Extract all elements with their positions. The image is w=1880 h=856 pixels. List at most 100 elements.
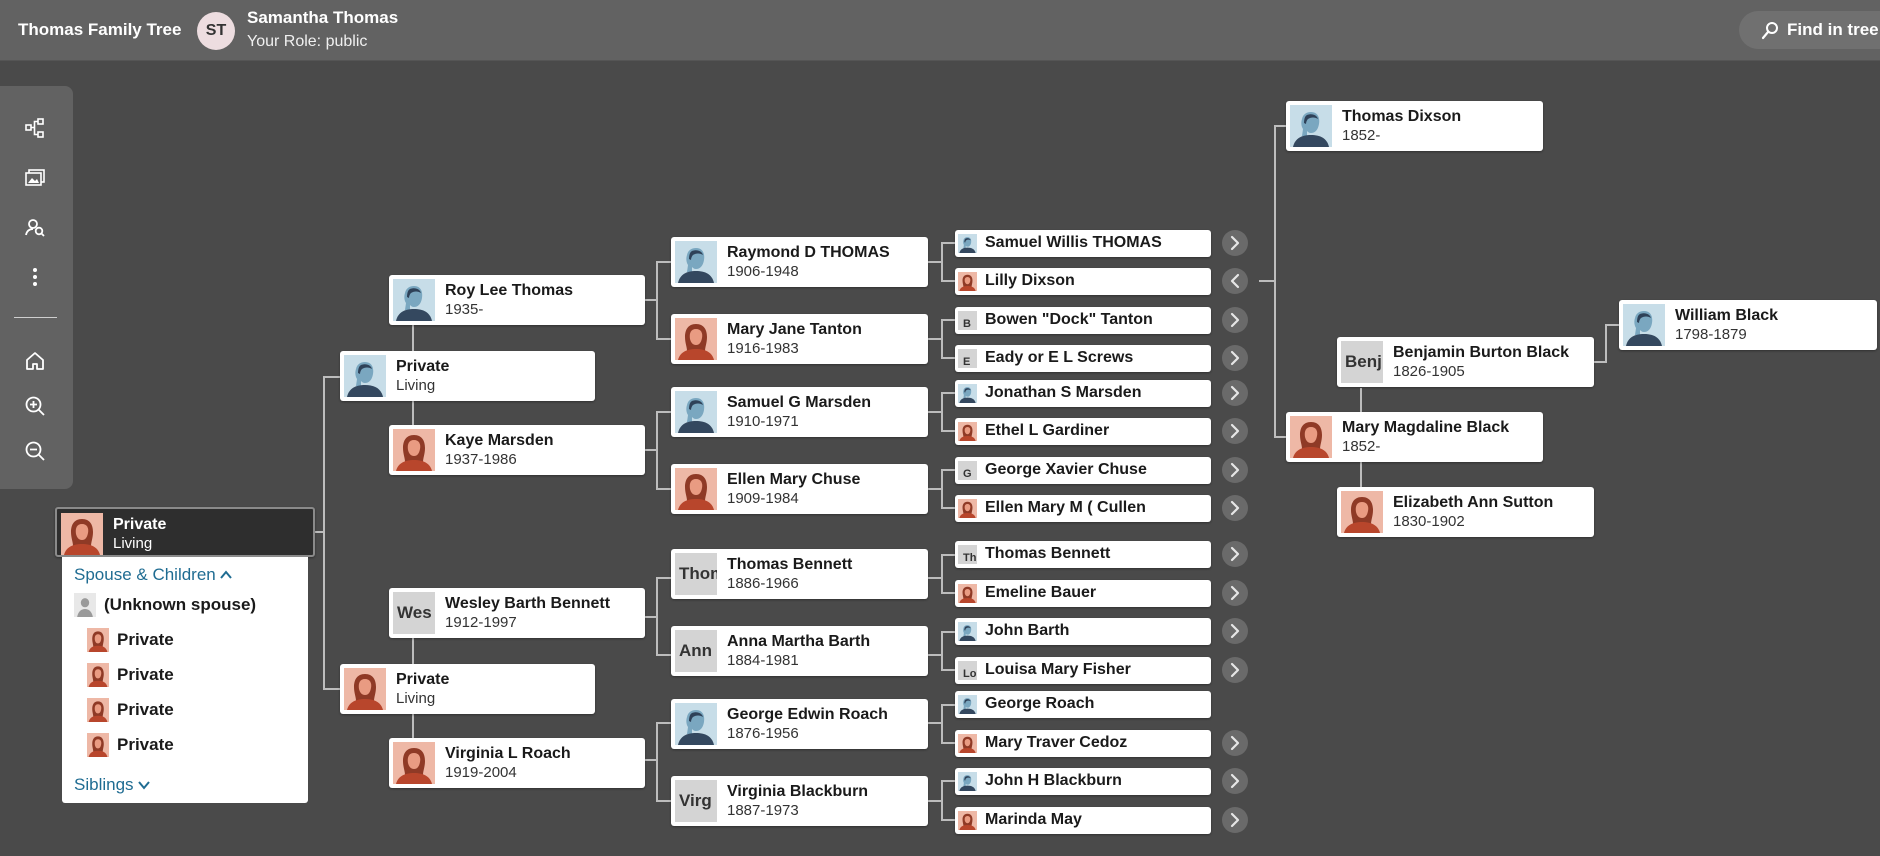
person-name: Ethel L Gardiner: [985, 422, 1110, 439]
person-name: Eady or E L Screws: [985, 349, 1134, 366]
chevron-right-icon: [1222, 657, 1248, 683]
media-icon[interactable]: [22, 165, 48, 191]
person-card-george-roach[interactable]: George Roach: [955, 691, 1211, 718]
person-card-john-h-blackburn[interactable]: John H Blackburn: [955, 768, 1211, 795]
person-card-louisa-mary-fisher[interactable]: Lo Louisa Mary Fisher: [955, 657, 1211, 684]
zoom-in-icon[interactable]: [22, 393, 48, 419]
person-years: Living: [396, 377, 436, 394]
person-card-ellen-mary-m-cullen[interactable]: Ellen Mary M ( Cullen: [955, 495, 1211, 522]
person-card-elizabeth-ann-sutton[interactable]: Elizabeth Ann Sutton 1830-1902: [1337, 487, 1594, 537]
person-name: Raymond D THOMAS: [727, 244, 890, 261]
child-row[interactable]: Private: [87, 628, 174, 652]
expand-ancestors-button[interactable]: [1222, 380, 1248, 406]
tree-title[interactable]: Thomas Family Tree: [18, 20, 182, 39]
person-card-wesley-barth-bennett[interactable]: Wes Wesley Barth Bennett 1912-1997: [389, 588, 645, 638]
child-row[interactable]: Private: [87, 733, 174, 757]
person-card-samuel-willis-thomas[interactable]: Samuel Willis THOMAS: [955, 230, 1211, 257]
person-card-father[interactable]: Private Living: [340, 351, 595, 401]
male-avatar-icon: [958, 772, 977, 791]
person-card-virginia-blackburn[interactable]: Virg Virginia Blackburn 1887-1973: [671, 776, 928, 826]
find-in-tree-label: Find in tree: [1787, 20, 1879, 39]
person-card-ellen-mary-chuse[interactable]: Ellen Mary Chuse 1909-1984: [671, 464, 928, 514]
search-person-icon[interactable]: [22, 214, 48, 240]
person-card-emeline-bauer[interactable]: Emeline Bauer: [955, 580, 1211, 607]
expand-ancestors-button[interactable]: [1222, 345, 1248, 371]
person-card-john-barth[interactable]: John Barth: [955, 618, 1211, 645]
unknown-spouse-row[interactable]: (Unknown spouse): [74, 593, 256, 617]
person-card-jonathan-s-marsden[interactable]: Jonathan S Marsden: [955, 380, 1211, 407]
person-years: 1886-1966: [727, 575, 799, 592]
person-card-benjamin-burton-black[interactable]: Benj Benjamin Burton Black 1826-1905: [1337, 337, 1594, 387]
person-years: 1852-: [1342, 127, 1381, 144]
focus-person-card[interactable]: Private Living: [55, 507, 315, 557]
home-icon[interactable]: [22, 348, 48, 374]
expand-ancestors-button[interactable]: [1222, 618, 1248, 644]
spouse-children-toggle[interactable]: Spouse & Children: [74, 565, 233, 585]
person-card-george-edwin-roach[interactable]: George Edwin Roach 1876-1956: [671, 699, 928, 749]
person-card-eady-screws[interactable]: E Eady or E L Screws: [955, 345, 1211, 372]
person-card-thomas-dixson[interactable]: Thomas Dixson 1852-: [1286, 101, 1543, 151]
person-card-lilly-dixson[interactable]: Lilly Dixson: [955, 268, 1211, 295]
person-card-william-black[interactable]: William Black 1798-1879: [1619, 300, 1877, 350]
person-card-mother[interactable]: Private Living: [340, 664, 595, 714]
person-name: Anna Martha Barth: [727, 633, 871, 650]
male-avatar-icon: [958, 384, 977, 403]
person-name: Bowen "Dock" Tanton: [985, 311, 1153, 328]
person-card-samuel-g-marsden[interactable]: Samuel G Marsden 1910-1971: [671, 387, 928, 437]
female-avatar-icon: [958, 499, 977, 518]
person-card-roy-lee-thomas[interactable]: Roy Lee Thomas 1935-: [389, 275, 645, 325]
female-avatar-icon: [61, 513, 103, 555]
female-avatar-icon: [958, 422, 977, 441]
find-in-tree-button[interactable]: Find in tree: [1739, 11, 1880, 49]
find-person-icon: [1761, 22, 1778, 40]
person-years: 1937-1986: [445, 451, 517, 468]
person-years: 1876-1956: [727, 725, 799, 742]
person-card-george-xavier-chuse[interactable]: G George Xavier Chuse: [955, 457, 1211, 484]
expand-ancestors-button[interactable]: [1222, 307, 1248, 333]
person-name: Elizabeth Ann Sutton: [1393, 494, 1554, 511]
person-card-mary-jane-tanton[interactable]: Mary Jane Tanton 1916-1983: [671, 314, 928, 364]
person-card-raymond-d-thomas[interactable]: Raymond D THOMAS 1906-1948: [671, 237, 928, 287]
expand-ancestors-button[interactable]: [1222, 495, 1248, 521]
person-name: Benjamin Burton Black: [1393, 344, 1570, 361]
female-avatar-icon: [87, 628, 109, 652]
expand-ancestors-button[interactable]: [1222, 418, 1248, 444]
person-name: George Xavier Chuse: [985, 461, 1147, 478]
person-name: John Barth: [985, 622, 1070, 639]
expand-ancestors-button[interactable]: [1222, 580, 1248, 606]
spouse-children-label: Spouse & Children: [74, 565, 216, 584]
person-card-virginia-l-roach[interactable]: Virginia L Roach 1919-2004: [389, 738, 645, 788]
person-card-thomas-bennett[interactable]: Thom Thomas Bennett 1886-1966: [671, 549, 928, 599]
female-avatar-icon: [958, 734, 977, 753]
female-avatar-icon: [393, 742, 435, 784]
male-avatar-icon: [393, 279, 435, 321]
person-card-ethel-l-gardiner[interactable]: Ethel L Gardiner: [955, 418, 1211, 445]
expand-ancestors-button[interactable]: [1222, 730, 1248, 756]
person-card-mary-traver-cedoz[interactable]: Mary Traver Cedoz: [955, 730, 1211, 757]
more-icon[interactable]: [22, 264, 48, 290]
expand-ancestors-button[interactable]: [1222, 541, 1248, 567]
user-avatar[interactable]: ST: [197, 12, 235, 50]
tree-view-icon[interactable]: [22, 115, 48, 141]
person-card-kaye-marsden[interactable]: Kaye Marsden 1937-1986: [389, 425, 645, 475]
person-card-bowen-tanton[interactable]: B Bowen "Dock" Tanton: [955, 307, 1211, 334]
person-card-mary-magdaline-black[interactable]: Mary Magdaline Black 1852-: [1286, 412, 1543, 462]
expand-ancestors-button[interactable]: [1222, 457, 1248, 483]
person-name: William Black: [1675, 307, 1779, 324]
person-card-thomas-bennett-sr[interactable]: Th Thomas Bennett: [955, 541, 1211, 568]
person-name: Private: [113, 516, 167, 533]
zoom-out-icon[interactable]: [22, 438, 48, 464]
expand-ancestors-button[interactable]: [1222, 768, 1248, 794]
person-card-anna-martha-barth[interactable]: Ann Anna Martha Barth 1884-1981: [671, 626, 928, 676]
expand-ancestors-button[interactable]: [1222, 807, 1248, 833]
collapse-ancestors-button[interactable]: [1222, 268, 1248, 294]
expand-ancestors-button[interactable]: [1222, 657, 1248, 683]
female-avatar-icon: [675, 468, 717, 510]
siblings-toggle[interactable]: Siblings: [74, 775, 151, 795]
child-row[interactable]: Private: [87, 698, 174, 722]
person-years: 1887-1973: [727, 802, 799, 819]
person-card-marinda-may[interactable]: Marinda May: [955, 807, 1211, 834]
male-avatar-icon: [958, 695, 977, 714]
expand-ancestors-button[interactable]: [1222, 230, 1248, 256]
child-row[interactable]: Private: [87, 663, 174, 687]
